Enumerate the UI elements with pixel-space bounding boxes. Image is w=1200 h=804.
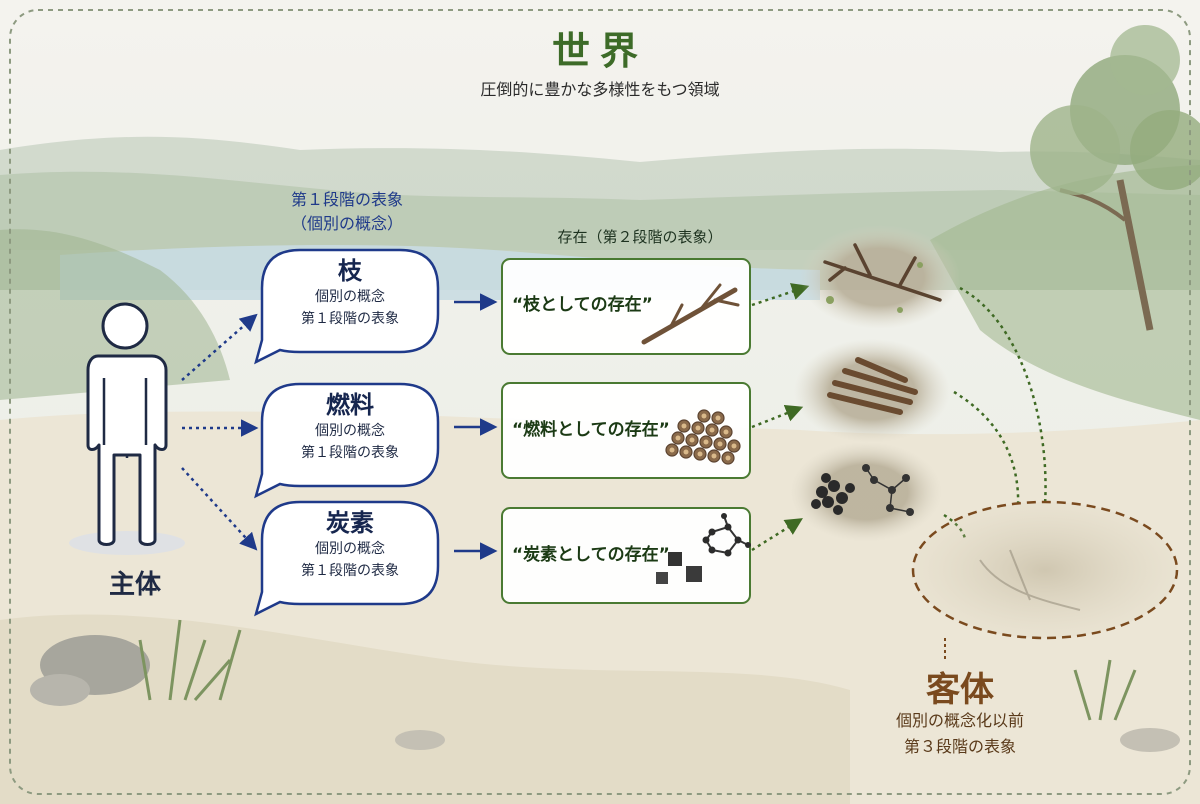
concept-fuel: 燃料 個別の概念 第１段階の表象 [260,390,440,464]
stage1-label-line1: 第１段階の表象 [290,190,403,209]
link-fuel-to-object [953,390,1020,509]
world-subtitle: 圧倒的に豊かな多様性をもつ領域 [480,80,720,99]
concept-line2: 第１段階の表象 [301,445,399,461]
concept-line1: 個別の概念 [315,423,385,439]
arrow-to-carbon-photo [751,518,803,552]
concept-carbon: 炭素 個別の概念 第１段階の表象 [260,508,440,582]
link-branch-to-object [959,286,1047,506]
object-sublabel: 個別の概念化以前 第３段階の表象 [850,708,1070,760]
branch-photo [800,225,960,329]
arrow-to-fuel-photo [751,405,804,429]
foreground-rocks [30,619,1180,752]
existence-fuel-text: “燃料としての存在” [512,420,670,440]
bubble-fuel [254,382,440,499]
concept-line1: 個別の概念 [315,541,385,557]
world-frame [9,9,1191,795]
concept-word: 燃料 [326,391,374,419]
concept-line2: 第１段階の表象 [301,563,399,579]
concept-line2: 第１段階の表象 [301,311,399,327]
stage1-label-line2: （個別の概念） [290,214,403,233]
object-sub-line2: 第３段階の表象 [903,737,1016,756]
arrow-to-branch-photo [751,283,810,307]
foreground-path [0,614,850,804]
firewood-photo [794,339,950,443]
bubble-carbon [254,500,440,617]
object-faded-branch [979,549,1081,611]
existence-box-branch [501,258,751,355]
person-icon [69,302,185,555]
branch-icon [641,283,740,345]
object-label: 客体 [926,670,994,710]
concept-line1: 個別の概念 [315,289,385,305]
carbon-molecule-icon [656,513,751,584]
subject-label: 主体 [108,570,161,600]
object-region [911,500,1179,640]
object-sub-line1: 個別の概念化以前 [895,711,1024,730]
existence-carbon-text: “炭素としての存在” [512,545,670,565]
existence-branch-text: “枝としての存在” [512,295,653,315]
concept-word: 枝 [338,257,362,285]
stage1-label: 第１段階の表象 （個別の概念） [262,188,432,236]
bubble-branch [254,248,440,365]
concept-word: 炭素 [326,509,374,537]
arrow-subject-to-branch [181,313,258,381]
stage2-label: 存在（第２段階の表象） [557,228,723,246]
world-title: 世界 [551,29,648,73]
concept-branch: 枝 個別の概念 第１段階の表象 [260,256,440,330]
tree-illustration [1030,25,1200,331]
carbon-photo [790,442,942,542]
firewood-icon [665,409,741,465]
